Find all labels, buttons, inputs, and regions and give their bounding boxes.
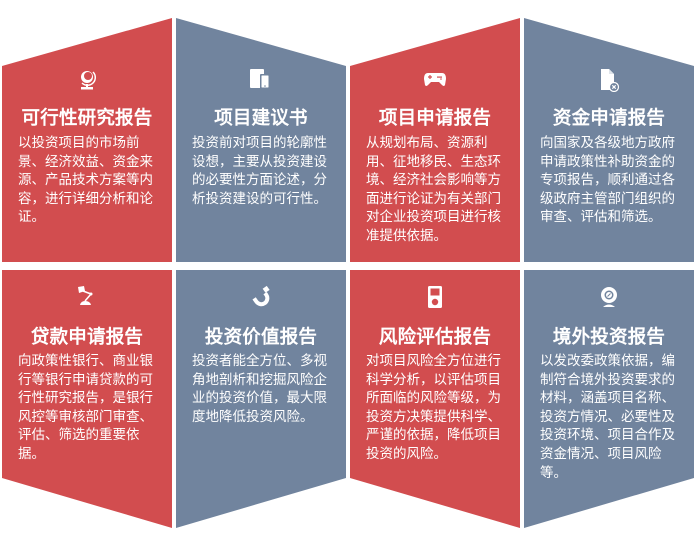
card-title: 可行性研究报告	[21, 108, 153, 129]
card-title: 资金申请报告	[552, 108, 666, 129]
card-title: 项目申请报告	[378, 108, 492, 129]
card-description: 投资前对项目的轮廓性设想，主要从投资建设的必要性方面论述，分析投资建设的可行性。	[192, 135, 327, 207]
card-overseas-investment-report[interactable]: 境外投资报告 以发改委政策依据，编制符合境外投资要求的材料，涵盖项目名称、投资方…	[524, 270, 694, 528]
document-remove-icon	[524, 68, 694, 92]
card-title: 项目建议书	[214, 108, 308, 129]
devices-icon	[176, 68, 346, 90]
card-description: 投资者能全方位、多视角地剖析和挖掘风险企业的投资价值，最大限度地降低投资风险。	[192, 353, 327, 425]
card-description: 以投资项目的市场前景、经济效益、资金来源、产品技术方案等内容，进行详细分析和论证…	[18, 135, 153, 226]
card-title: 境外投资报告	[552, 327, 666, 348]
card-project-application-report[interactable]: 项目申请报告 从规划布局、资源利用、征地移民、生态环境、经济社会影响等方面进行论…	[350, 18, 520, 262]
card-loan-application-report[interactable]: 贷款申请报告 向政策性银行、商业银行等银行申请贷款的可行性研究报告，是银行风控等…	[2, 270, 172, 528]
card-title: 贷款申请报告	[30, 327, 144, 348]
magnet-icon	[176, 285, 346, 307]
card-description: 以发改委政策依据，编制符合境外投资要求的材料，涵盖项目名称、投资方情况、必要性及…	[540, 353, 675, 481]
webcam-icon	[524, 285, 694, 309]
card-risk-assessment-report[interactable]: 风险评估报告 对项目风险全方位进行科学分析，以评估项目所面临的风险等级，为投资方…	[350, 270, 520, 528]
card-funding-application-report[interactable]: 资金申请报告 向国家及各级地方政府申请政策性补助资金的专项报告，顺利通过各级政府…	[524, 18, 694, 262]
desk-lamp-icon	[2, 285, 172, 307]
card-description: 对项目风险全方位进行科学分析，以评估项目所面临的风险等级，为投资方决策提供科学、…	[366, 353, 501, 462]
gamepad-icon	[350, 68, 520, 90]
card-title: 风险评估报告	[378, 327, 492, 348]
card-description: 从规划布局、资源利用、征地移民、生态环境、经济社会影响等方面进行论证为有关部门对…	[366, 135, 501, 244]
globe-icon	[2, 68, 172, 90]
card-feasibility-study-report[interactable]: 可行性研究报告 以投资项目的市场前景、经济效益、资金来源、产品技术方案等内容，进…	[2, 18, 172, 262]
card-title: 投资价值报告	[204, 327, 318, 348]
card-description: 向政策性银行、商业银行等银行申请贷款的可行性研究报告，是银行风控等审核部门审查、…	[18, 353, 153, 462]
card-project-proposal[interactable]: 项目建议书 投资前对项目的轮廓性设想，主要从投资建设的必要性方面论述，分析投资建…	[176, 18, 346, 262]
media-player-icon	[350, 285, 520, 309]
card-investment-value-report[interactable]: 投资价值报告 投资者能全方位、多视角地剖析和挖掘风险企业的投资价值，最大限度地降…	[176, 270, 346, 528]
card-description: 向国家及各级地方政府申请政策性补助资金的专项报告，顺利通过各级政府主管部门组织的…	[540, 135, 675, 226]
